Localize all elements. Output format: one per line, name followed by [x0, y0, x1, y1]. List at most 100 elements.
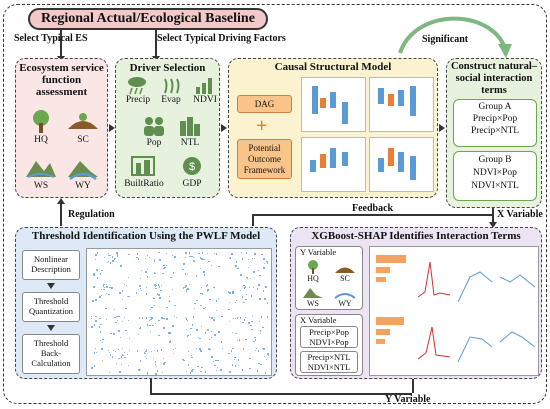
scatter-point: [144, 352, 147, 355]
scatter-point: [116, 316, 118, 318]
scatter-point: [121, 320, 124, 323]
scatter-point: [113, 333, 115, 335]
scatter-point: [145, 350, 147, 353]
scatter-point: [198, 252, 200, 255]
scatter-point: [240, 289, 242, 292]
causal-plot-1: [301, 77, 366, 132]
driver-panel: Driver Selection Precip Evap NDVI Pop NT…: [115, 58, 220, 198]
scatter-point: [195, 348, 198, 350]
scatter-point: [139, 277, 141, 279]
scatter-point: [188, 284, 191, 286]
scatter-point: [103, 286, 106, 288]
group-b-box: Group B NDVI×Pop NDVI×NTL: [453, 151, 537, 201]
scatter-point: [165, 264, 168, 267]
scatter-point: [109, 354, 111, 356]
scatter-point: [118, 357, 120, 359]
scatter-point: [251, 328, 253, 331]
scatter-point: [93, 273, 95, 275]
scatter-point: [236, 299, 238, 302]
scatter-point: [187, 364, 189, 366]
scatter-point: [156, 350, 159, 352]
scatter-point: [206, 290, 208, 293]
scatter-point: [107, 349, 110, 351]
scatter-point: [263, 267, 265, 269]
scatter-point: [163, 267, 165, 270]
scatter-point: [96, 277, 99, 279]
scatter-point: [91, 367, 93, 369]
scatter-point: [185, 318, 188, 320]
scatter-point: [244, 316, 247, 319]
scatter-point: [258, 362, 260, 364]
scatter-point: [124, 284, 126, 286]
scatter-point: [158, 334, 160, 337]
scatter-point: [168, 295, 170, 298]
scatter-point: [172, 325, 174, 327]
scatter-point: [128, 364, 130, 366]
scatter-point: [96, 269, 98, 271]
driver-ntl: NTL: [180, 138, 200, 148]
scatter-point: [169, 332, 171, 334]
scatter-point: [262, 290, 265, 292]
scatter-point: [124, 356, 126, 359]
scatter-point: [101, 360, 103, 362]
scatter-point: [244, 286, 247, 288]
scatter-point: [138, 317, 141, 319]
scatter-point: [215, 253, 218, 255]
scatter-point: [248, 286, 251, 289]
scatter-point: [235, 265, 237, 267]
scatter-point: [121, 354, 124, 356]
scatter-point: [144, 257, 146, 260]
scatter-point: [125, 329, 127, 331]
scatter-point: [228, 291, 230, 293]
scatter-point: [211, 317, 213, 319]
step-backcalc: Threshold Back-Calculation: [22, 334, 80, 374]
scatter-point: [206, 284, 208, 286]
scatter-point: [153, 304, 156, 306]
eco-item-sc: SC: [77, 135, 89, 145]
scatter-point: [206, 252, 209, 254]
scatter-point: [92, 300, 94, 302]
scatter-point: [107, 254, 110, 256]
scatter-point: [193, 307, 196, 310]
scatter-point: [153, 297, 155, 300]
scatter-point: [245, 298, 247, 301]
scatter-point: [93, 275, 95, 277]
scatter-point: [217, 359, 219, 362]
scatter-point: [159, 297, 161, 299]
scatter-point: [103, 284, 105, 286]
scatter-point: [265, 286, 267, 288]
outer-frame: [3, 4, 547, 404]
scatter-point: [182, 286, 184, 289]
scatter-point: [266, 316, 269, 318]
scatter-point: [120, 356, 123, 358]
shap-plots: [369, 246, 539, 376]
scatter-point: [150, 350, 153, 353]
feedback-label: Feedback: [352, 203, 394, 214]
scatter-point: [127, 319, 130, 322]
scatter-point: [149, 309, 152, 311]
scatter-point: [208, 316, 211, 318]
scatter-point: [95, 351, 97, 354]
scatter-point: [155, 373, 157, 375]
scatter-point: [182, 358, 184, 361]
scatter-point: [184, 316, 187, 319]
scatter-point: [199, 257, 201, 259]
scatter-point: [207, 329, 209, 331]
scatter-point: [146, 276, 149, 278]
step-quantization: Threshold Quantization: [22, 292, 80, 322]
scatter-point: [99, 296, 101, 298]
scatter-point: [214, 365, 216, 367]
scatter-point: [266, 302, 269, 304]
scatter-point: [159, 259, 161, 262]
precip-icon: [128, 77, 146, 95]
scatter-point: [185, 328, 188, 331]
scatter-point: [231, 291, 234, 293]
gdp-icon: $: [183, 157, 201, 175]
arrow-head: [489, 222, 497, 228]
scatter-point: [115, 321, 117, 324]
scatter-point: [267, 353, 269, 355]
scatter-point: [161, 317, 163, 319]
ecosystem-title: Ecosystem service function assessment: [19, 62, 104, 98]
y-variable-line: [150, 379, 152, 393]
scatter-point: [215, 300, 218, 302]
